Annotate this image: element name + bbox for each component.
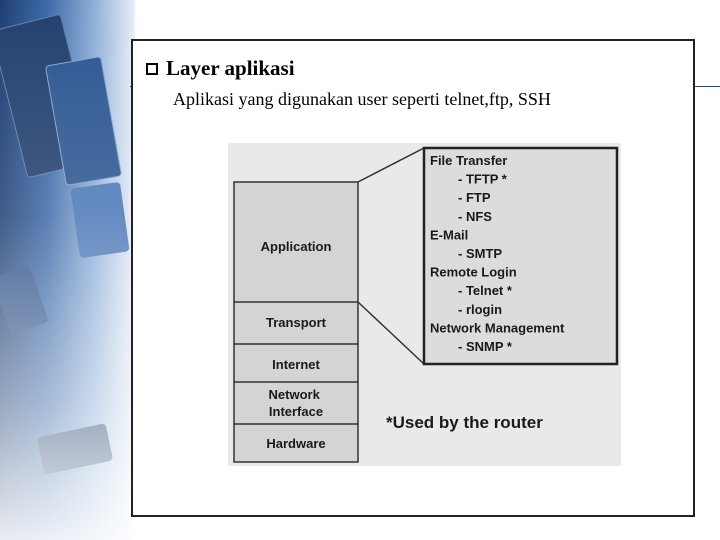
slide-subtitle: Aplikasi yang digunakan user seperti tel…	[173, 89, 551, 109]
layer-label-transport: Transport	[266, 315, 327, 330]
slide-title: Layer aplikasi	[146, 56, 295, 81]
protocol-item: - TFTP *	[458, 172, 508, 187]
layer-label-application: Application	[261, 239, 332, 254]
protocol-category: E-Mail	[430, 227, 468, 242]
protocol-category: Network Management	[430, 320, 565, 335]
protocol-item: - FTP	[458, 190, 491, 205]
connector-line	[357, 301, 425, 365]
banner-fade	[0, 0, 135, 540]
layer-label-hardware: Hardware	[266, 436, 325, 451]
protocol-list: File Transfer - TFTP * - FTP - NFS E-Mail - S…	[430, 153, 565, 354]
layer-label-internet: Internet	[272, 357, 320, 372]
protocol-item: - rlogin	[458, 302, 502, 317]
diagram-svg: Application Transport Internet Network I…	[233, 146, 619, 463]
layer-stack: Application Transport Internet Network I…	[233, 181, 359, 463]
protocol-item: - SMTP	[458, 246, 502, 261]
footnote: *Used by the router	[386, 413, 543, 432]
slide-title-text: Layer aplikasi	[166, 56, 295, 80]
protocol-item: - Telnet *	[458, 283, 513, 298]
protocol-category: File Transfer	[430, 153, 507, 168]
protocol-item: - SNMP *	[458, 339, 513, 354]
layer-label-network-interface: Network Interface	[269, 387, 324, 419]
application-protocols-box	[422, 146, 619, 366]
decorative-banner	[0, 0, 135, 540]
protocol-item: - NFS	[458, 209, 492, 224]
tcpip-layer-diagram: Application Transport Internet Network I…	[228, 143, 621, 466]
protocol-category: Remote Login	[430, 265, 517, 280]
checkbox-bullet-icon	[146, 62, 158, 75]
connector-line	[357, 147, 425, 183]
